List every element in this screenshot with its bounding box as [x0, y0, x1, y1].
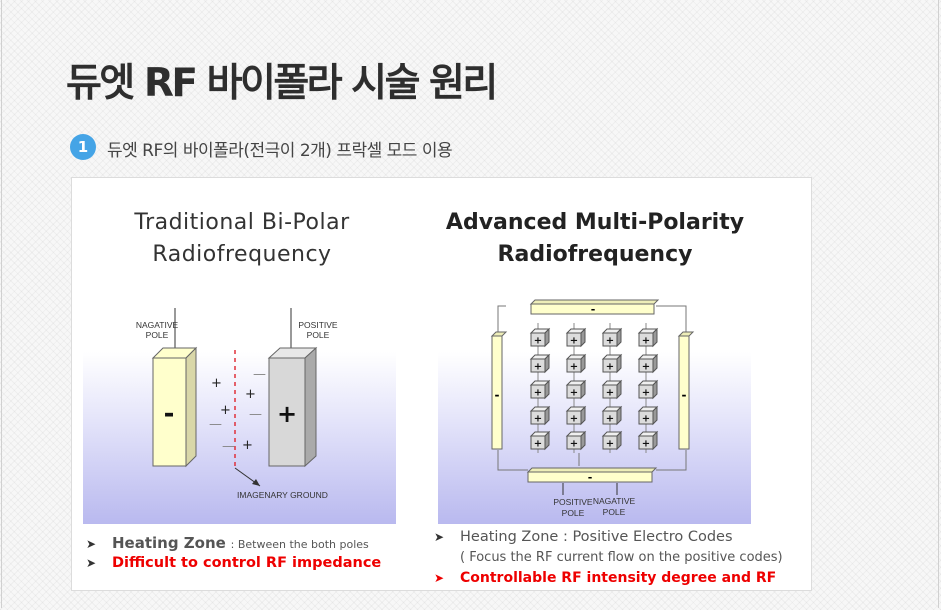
- positive-code-cube: +: [529, 430, 551, 451]
- positive-code-cube: +: [637, 327, 659, 348]
- svg-text:—: —: [222, 439, 235, 454]
- right-heading: Advanced Multi-Polarity Radiofrequency: [428, 207, 762, 271]
- positive-code-cube: +: [637, 379, 659, 400]
- left-heading: Traditional Bi-Polar Radiofrequency: [92, 207, 392, 271]
- plus-sign: +: [534, 414, 542, 425]
- plus-sign: +: [642, 439, 650, 450]
- positive-code-cube: +: [637, 405, 659, 426]
- negative-pole-label-1: NAGATIVE: [136, 320, 179, 330]
- positive-code-cube: +: [601, 430, 623, 451]
- arrow-bullet-icon: ➤: [86, 556, 97, 570]
- plus-sign: +: [642, 388, 650, 399]
- positive-code-cube: +: [529, 379, 551, 400]
- plus-sign: +: [570, 388, 578, 399]
- positive-electrode-grid: + + + + + + + + + + + + + + + + + + + +: [529, 323, 659, 453]
- section-subtitle: 듀엣 RF의 바이폴라(전극이 2개) 프락셀 모드 이용: [107, 141, 453, 161]
- section-number-badge: 1: [70, 134, 96, 160]
- svg-text:-: -: [495, 388, 500, 402]
- plus-sign: +: [534, 388, 542, 399]
- svg-text:-: -: [682, 388, 687, 402]
- left-negative-electrode: -: [490, 331, 508, 450]
- diagram-panel: Traditional Bi-Polar Radiofrequency Adva…: [71, 177, 812, 591]
- positive-pole-label-2: POLE: [307, 330, 330, 340]
- svg-text:—: —: [253, 367, 266, 382]
- positive-pole-label-1: POSITIVE: [298, 320, 338, 330]
- svg-text:-: -: [591, 303, 596, 316]
- left-bullet-1: ➤Heating Zone : Between the both poles: [86, 534, 369, 552]
- plus-sign: +: [534, 439, 542, 450]
- positive-code-cube: +: [529, 405, 551, 426]
- positive-code-cube: +: [565, 379, 587, 400]
- positive-code-cube: +: [601, 405, 623, 426]
- svg-text:+: +: [211, 376, 222, 391]
- positive-code-cube: +: [637, 353, 659, 374]
- left-bullet-2: ➤Difficult to control RF impedance: [86, 555, 382, 571]
- positive-code-cube: +: [601, 353, 623, 374]
- left-gradient-box: [83, 352, 396, 524]
- positive-code-cube: +: [637, 430, 659, 451]
- positive-code-cube: +: [565, 405, 587, 426]
- svg-text:+: +: [245, 387, 256, 402]
- diagram-svg: - NAGATIVE POLE + POSITIVE POLE IMAGENAR…: [136, 299, 695, 518]
- arrow-bullet-icon: ➤: [86, 537, 97, 551]
- positive-code-cube: +: [565, 430, 587, 451]
- positive-code-cube: +: [529, 327, 551, 348]
- left-heading-line1: Traditional Bi-Polar: [134, 210, 350, 235]
- positive-code-cube: +: [529, 353, 551, 374]
- positive-code-cube: +: [565, 327, 587, 348]
- svg-text:—: —: [209, 417, 222, 432]
- right-bullet-2: ➤Controllable RF intensity degree and RF: [434, 570, 777, 586]
- right-gradient-box: [438, 352, 751, 524]
- plus-sign: +: [642, 414, 650, 425]
- positive-code-cube: +: [565, 353, 587, 374]
- plus-sign: +: [642, 336, 650, 347]
- positive-code-cube: +: [601, 379, 623, 400]
- plus-sign: +: [606, 336, 614, 347]
- negative-sign: -: [164, 399, 175, 429]
- positive-sign: +: [277, 400, 297, 428]
- right-negative-pole-label-1: NAGATIVE: [593, 496, 636, 506]
- page-title: 듀엣 RF 바이폴라 시술 원리: [66, 61, 498, 106]
- right-heading-line1: Advanced Multi-Polarity: [445, 210, 745, 235]
- right-bullet-1: ➤Heating Zone : Positive Electro Codes: [434, 529, 733, 545]
- plus-sign: +: [534, 336, 542, 347]
- arrow-bullet-icon: ➤: [434, 530, 445, 544]
- multipolar-frame: [497, 305, 687, 495]
- plus-sign: +: [606, 388, 614, 399]
- negative-electrode: -: [151, 308, 198, 468]
- right-positive-pole-label-2: POLE: [562, 508, 585, 518]
- ground-label: IMAGENARY GROUND: [237, 490, 328, 500]
- plus-sign: +: [534, 362, 542, 373]
- charge-symbols: + + + + — — — —: [209, 367, 266, 454]
- plus-sign: +: [570, 439, 578, 450]
- svg-text:+: +: [242, 438, 253, 453]
- svg-text:-: -: [588, 471, 593, 484]
- left-heading-line2: Radiofrequency: [152, 242, 332, 267]
- svg-text:—: —: [249, 407, 262, 422]
- arrow-bullet-icon: ➤: [434, 571, 445, 585]
- plus-sign: +: [606, 362, 614, 373]
- positive-code-cube: +: [601, 327, 623, 348]
- plus-sign: +: [570, 414, 578, 425]
- right-bullet-1-sub: ( Focus the RF current flow on the posit…: [460, 550, 783, 565]
- plus-sign: +: [606, 439, 614, 450]
- svg-text:+: +: [220, 403, 231, 418]
- bottom-negative-electrode: -: [526, 467, 658, 484]
- top-negative-electrode: -: [529, 299, 660, 316]
- right-heading-line2: Radiofrequency: [497, 242, 693, 267]
- positive-electrode: +: [267, 308, 318, 468]
- plus-sign: +: [570, 362, 578, 373]
- plus-sign: +: [642, 362, 650, 373]
- right-negative-pole-label-2: POLE: [603, 507, 626, 517]
- negative-pole-label-2: POLE: [146, 330, 169, 340]
- right-negative-electrode: -: [677, 331, 695, 450]
- plus-sign: +: [570, 336, 578, 347]
- right-positive-pole-label-1: POSITIVE: [553, 497, 593, 507]
- plus-sign: +: [606, 414, 614, 425]
